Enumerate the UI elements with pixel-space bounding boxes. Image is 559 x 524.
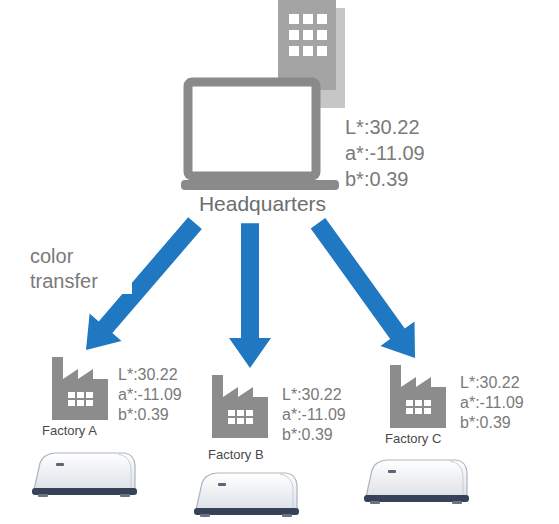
factory-icon <box>52 357 108 420</box>
factory-node: Factory C L*:30.22 a*:-11.09 b*:0.39 <box>380 360 527 450</box>
color-value: a*:-11.09 <box>282 406 346 424</box>
factory-node: Factory B L*:30.22 a*:-11.09 b*:0.39 <box>205 370 349 466</box>
edge-label: color transfer <box>28 244 132 294</box>
color-value: b*:0.39 <box>460 414 511 432</box>
factory-icon <box>390 365 446 428</box>
color-value: a*:-11.09 <box>345 142 425 165</box>
site-name: Factory A <box>42 424 97 439</box>
site-name: Factory C <box>385 432 441 447</box>
site-name: Factory B <box>208 448 264 463</box>
transfer-arrow <box>311 218 415 358</box>
spectrophotometer-device <box>364 460 469 504</box>
color-value: b*:0.39 <box>118 406 169 424</box>
color-value: L*:30.22 <box>282 386 342 404</box>
spectrophotometer-device <box>194 473 299 517</box>
factory-icon <box>212 375 268 438</box>
color-value: a*:-11.09 <box>118 386 182 404</box>
color-value: L*:30.22 <box>460 374 520 392</box>
color-value: b*:0.39 <box>345 168 408 191</box>
color-value: L*:30.22 <box>345 116 420 139</box>
color-value: a*:-11.09 <box>460 394 524 412</box>
color-value: b*:0.39 <box>282 426 333 444</box>
laptop-icon <box>181 82 339 190</box>
headquarters-node: Headquarters L*:30.22 a*:-11.09 b*:0.39 <box>180 74 428 219</box>
transfer-arrow <box>229 223 271 368</box>
factory-node: Factory A L*:30.22 a*:-11.09 b*:0.39 <box>40 352 185 442</box>
color-value: L*:30.22 <box>118 366 178 384</box>
spectrophotometer-device <box>32 453 137 497</box>
site-name: Headquarters <box>180 192 345 216</box>
